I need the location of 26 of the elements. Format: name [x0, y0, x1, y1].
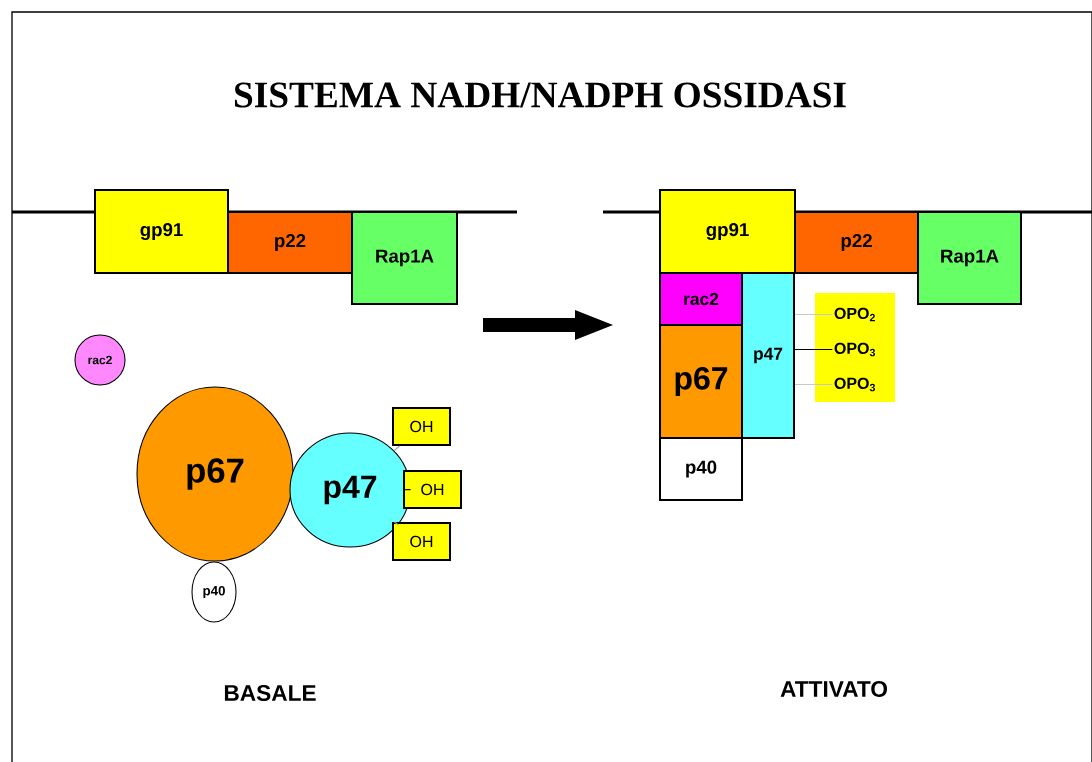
connector-line [794, 348, 833, 351]
connector-line [402, 489, 412, 491]
connector-line [794, 313, 833, 316]
protein-box: Rap1A [351, 211, 458, 305]
protein-box: rac2 [659, 272, 743, 326]
connector-line [393, 445, 401, 452]
group-label: OPO$_{3}$ [834, 377, 876, 392]
section-label: ATTIVATO [780, 680, 887, 698]
protein-box: p47 [741, 272, 795, 439]
protein-box: p22 [794, 211, 919, 274]
connector-line [393, 521, 399, 526]
protein-box: p67 [659, 324, 743, 439]
protein-box: gp91 [94, 189, 229, 274]
protein-box: p22 [227, 211, 353, 274]
protein-box: p40 [659, 437, 743, 501]
section-label: BASALE [224, 684, 316, 702]
protein-box: gp91 [659, 189, 796, 274]
group-box: OH [392, 407, 451, 446]
connector-line [794, 383, 833, 386]
group-box [815, 293, 895, 402]
group-label: OPO$_{2}$ [834, 307, 875, 322]
group-label: OPO$_{3}$ [834, 342, 876, 357]
protein-box: Rap1A [917, 211, 1022, 305]
group-box: OH [392, 522, 451, 561]
group-box: OH [403, 470, 462, 509]
title: SISTEMA NADH/NADPH OSSIDASI [234, 82, 846, 108]
